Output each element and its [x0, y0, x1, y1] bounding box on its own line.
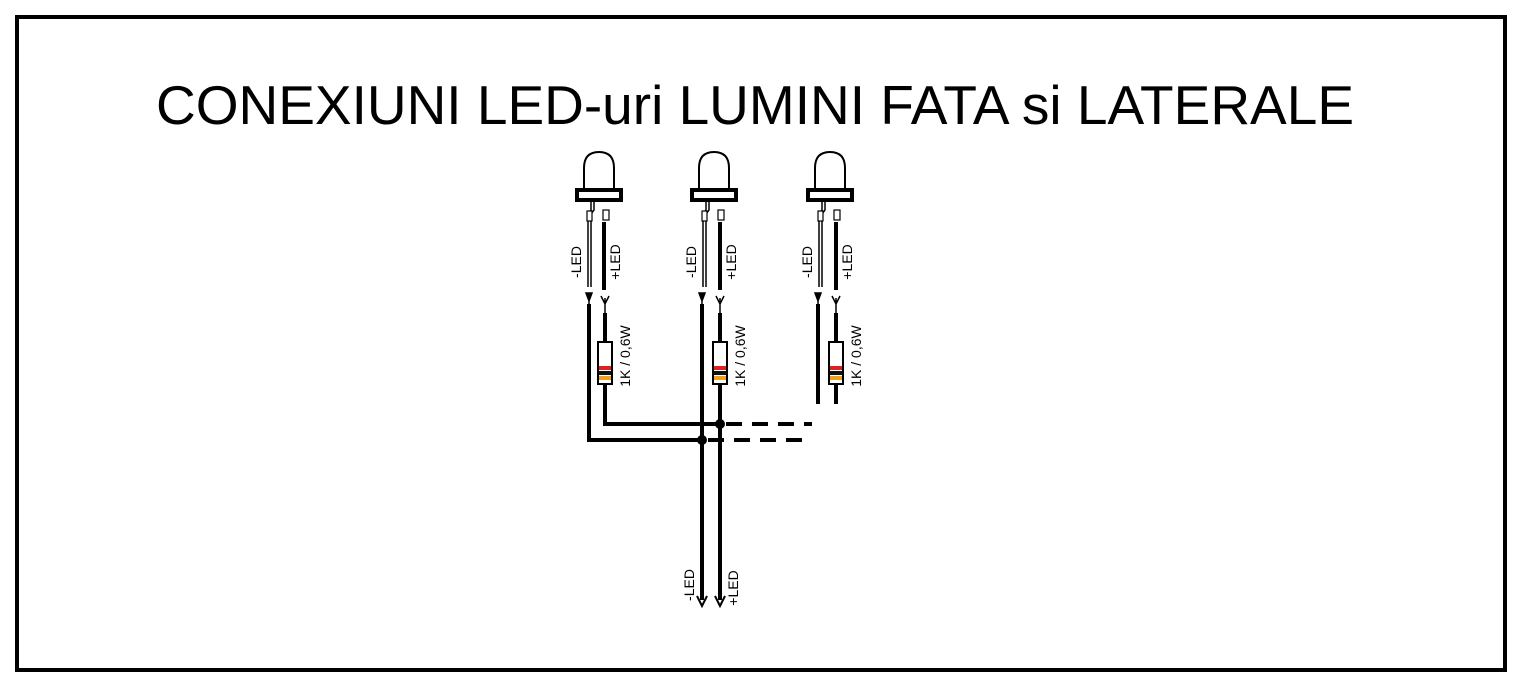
led-3-leads: [818, 222, 838, 290]
led-3-minus-label: -LED: [799, 246, 815, 278]
led-3-plus-arrow-icon: [831, 295, 841, 313]
diagram-title: CONEXIUNI LED-uri LUMINI FATA si LATERAL…: [156, 74, 1354, 136]
plus-junction-dot: [715, 419, 725, 429]
led-1-minus-arrow-icon: [584, 292, 594, 304]
led-3-bulb-icon: [806, 150, 854, 222]
led-2: -LED +LED 1K / 0,6W: [683, 150, 748, 424]
led-2-plus-label: +LED: [723, 244, 739, 279]
led-2-plus-arrow-icon: [715, 295, 725, 313]
led-1-bulb-icon: [575, 150, 623, 222]
led-3: -LED +LED 1K / 0,6W: [799, 150, 864, 404]
led-2-leads: [702, 222, 722, 290]
wiring: [587, 304, 812, 609]
output-plus-arrow-icon: [714, 595, 726, 609]
led-2-resistor: [712, 313, 728, 424]
led-1: -LED +LED 1K / 0,6W: [568, 150, 633, 422]
led-3-resistor: [828, 313, 844, 404]
led-1-leads: [587, 222, 606, 290]
led-2-minus-label: -LED: [683, 246, 699, 278]
led-1-minus-label: -LED: [568, 246, 584, 278]
led-2-bulb-icon: [690, 150, 738, 222]
plus-bus-wire: [603, 422, 720, 426]
output-minus-arrow-icon: [696, 595, 708, 609]
output-plus-label: +LED: [725, 570, 741, 605]
led-1-plus-arrow-icon: [600, 295, 610, 313]
led-3-minus-arrow-icon: [813, 292, 823, 304]
led-3-resistor-label: 1K / 0,6W: [848, 324, 864, 386]
led-2-minus-arrow-icon: [697, 292, 707, 304]
diagram-frame: [15, 15, 1507, 672]
led-1-resistor: [597, 313, 613, 422]
minus-bus-wire: [587, 304, 702, 442]
led-3-plus-label: +LED: [839, 244, 855, 279]
minus-junction-dot: [697, 435, 707, 445]
led-1-plus-label: +LED: [607, 244, 623, 279]
led-1-resistor-label: 1K / 0,6W: [617, 324, 633, 386]
led-2-resistor-label: 1K / 0,6W: [732, 324, 748, 386]
output-minus-label: -LED: [681, 569, 697, 601]
